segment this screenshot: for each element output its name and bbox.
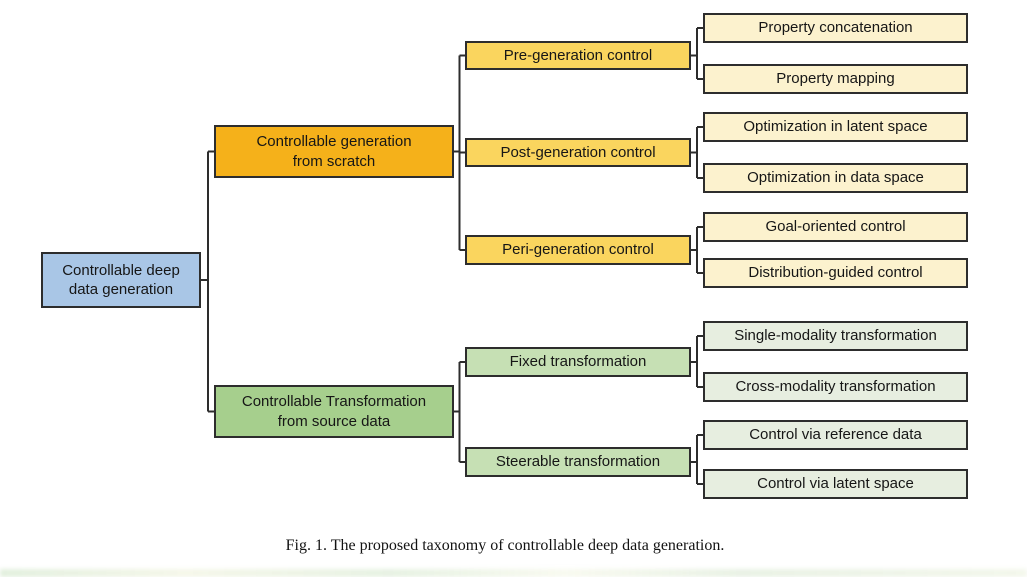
node-root-line1: Controllable deep — [62, 261, 180, 279]
branch-label-line1: Controllable generation — [256, 133, 412, 150]
leaf-property-mapping: Property mapping — [703, 64, 968, 94]
node-steerable-transformation: Steerable transformation — [465, 447, 691, 477]
branch-label-line2: from scratch — [292, 152, 376, 170]
next-content-blur-strip — [0, 569, 1027, 577]
leaf-control-via-reference-data: Control via reference data — [703, 420, 968, 450]
leaf-property-concatenation: Property concatenation — [703, 13, 968, 43]
node-root: Controllable deep data generation — [41, 252, 201, 308]
leaf-optimization-data-space: Optimization in data space — [703, 163, 968, 193]
leaf-cross-modality-transformation: Cross-modality transformation — [703, 372, 968, 402]
branch-label-line1: Controllable Transformation — [241, 393, 427, 410]
leaf-control-via-latent-space: Control via latent space — [703, 469, 968, 499]
leaf-optimization-latent-space: Optimization in latent space — [703, 112, 968, 142]
leaf-goal-oriented-control: Goal-oriented control — [703, 212, 968, 242]
node-peri-generation-control: Peri-generation control — [465, 235, 691, 265]
node-branch-generation-from-scratch: Controllable generation from scratch — [214, 125, 454, 178]
node-fixed-transformation: Fixed transformation — [465, 347, 691, 377]
branch-label-line2: from source data — [277, 412, 391, 430]
node-root-line2: data generation — [68, 281, 174, 298]
node-branch-transformation-from-source: Controllable Transformation from source … — [214, 385, 454, 438]
leaf-single-modality-transformation: Single-modality transformation — [703, 321, 968, 351]
node-post-generation-control: Post-generation control — [465, 138, 691, 167]
leaf-distribution-guided-control: Distribution-guided control — [703, 258, 968, 288]
node-pre-generation-control: Pre-generation control — [465, 41, 691, 70]
figure-caption: Fig. 1. The proposed taxonomy of control… — [285, 537, 725, 554]
